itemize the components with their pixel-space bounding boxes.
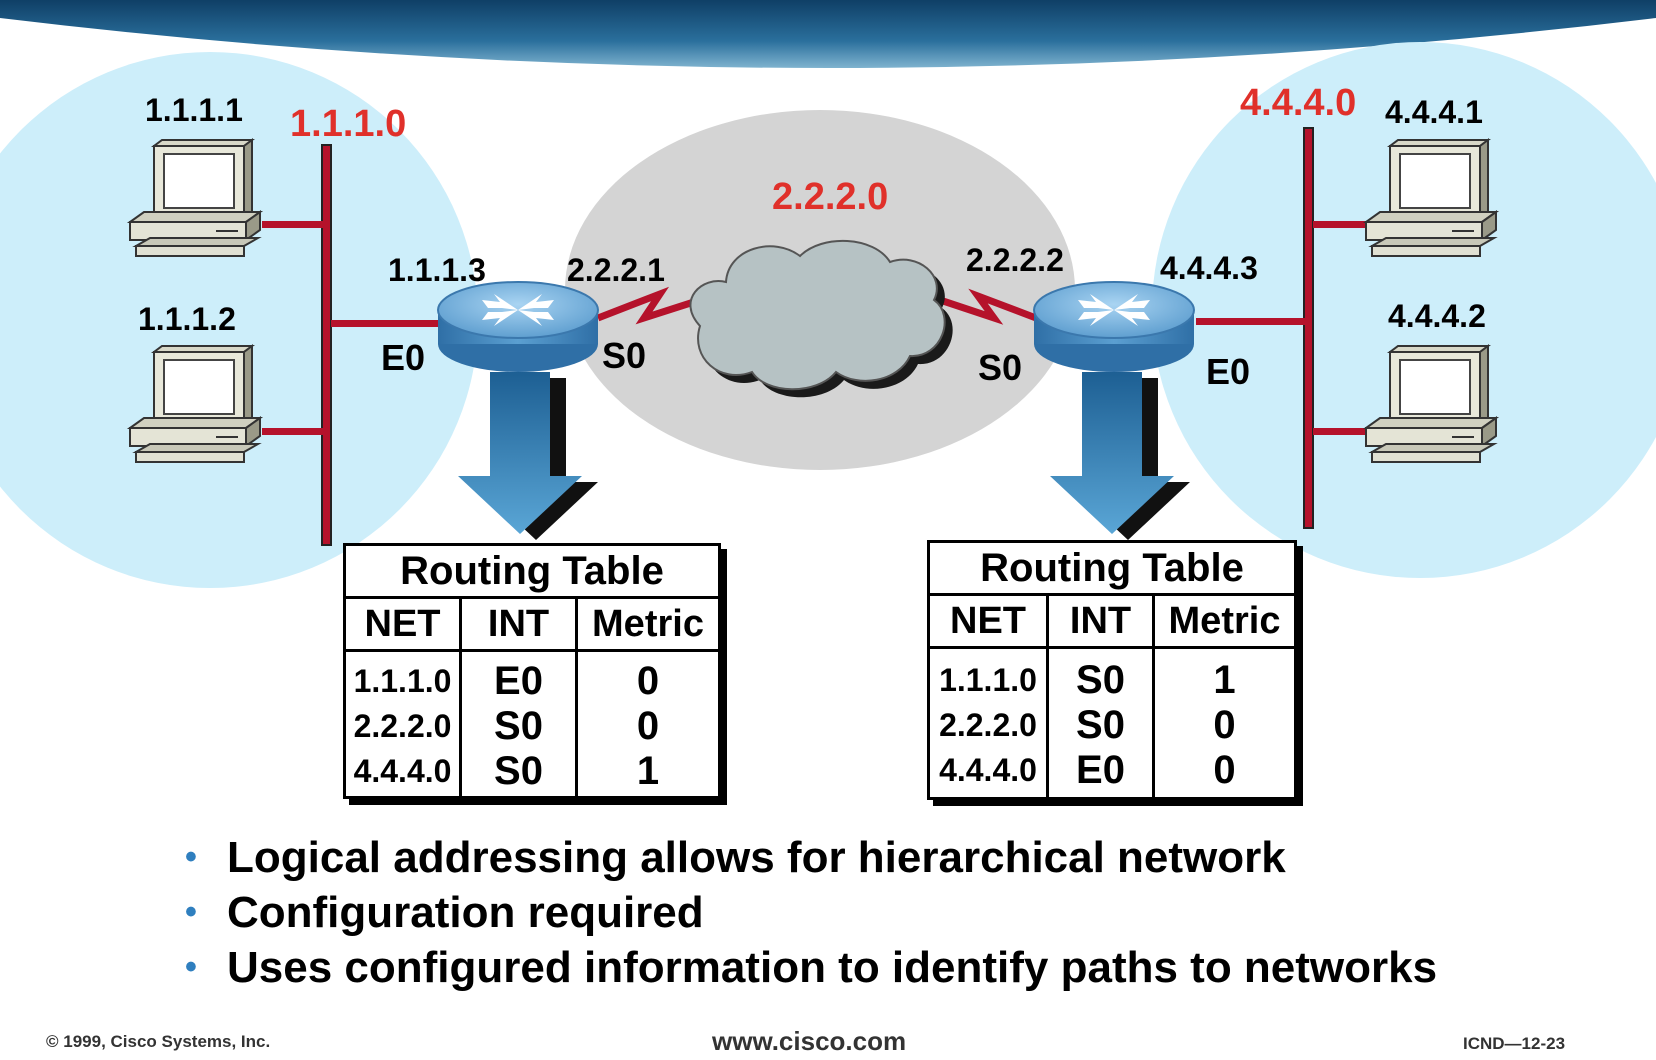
table-cell: 0	[636, 658, 660, 703]
table-cell: 4.4.4.0	[353, 752, 452, 789]
cloud-icon	[689, 239, 953, 398]
host-address: 4.4.4.2	[1388, 298, 1486, 334]
bullet-icon: •	[185, 838, 197, 876]
down-arrow-icon	[458, 372, 598, 540]
router-address: 4.4.4.3	[1160, 250, 1258, 286]
bullet-item: • Logical addressing allows for hierarchi…	[185, 830, 1437, 885]
table-cell: S0	[1076, 657, 1125, 702]
interface-label: E0	[381, 337, 426, 378]
bullet-text: Uses configured information to identify …	[227, 942, 1438, 992]
cable-host-4	[1313, 428, 1367, 435]
right-lan-bus	[1303, 127, 1314, 529]
table-cell: 1	[636, 748, 660, 793]
cable-host-1	[262, 221, 324, 228]
serial-link-left	[596, 286, 702, 325]
right-network-label: 4.4.4.0	[1240, 82, 1357, 124]
cable-host-2	[262, 428, 324, 435]
router-address: 2.2.2.1	[567, 252, 665, 288]
routing-table-left: Routing Table NET 1.1.1.0 2.2.2.0 4.4.4.…	[343, 543, 721, 799]
table-cell: E0	[1076, 747, 1125, 792]
router-address: 2.2.2.2	[966, 242, 1064, 278]
bullet-list: • Logical addressing allows for hierarchi…	[185, 830, 1437, 995]
table-cell: 4.4.4.0	[939, 751, 1037, 788]
column-header: Metric	[578, 599, 718, 652]
table-cell: S0	[1076, 702, 1125, 747]
table-cell: 2.2.2.0	[939, 706, 1037, 743]
routing-table-title: Routing Table	[930, 543, 1294, 596]
routing-table-title: Routing Table	[346, 546, 718, 599]
cable-host-3	[1313, 221, 1367, 228]
bullet-text: Configuration required	[227, 887, 704, 937]
table-cell: E0	[494, 658, 543, 703]
router-address: 1.1.1.3	[388, 252, 486, 288]
column-header: Metric	[1155, 596, 1294, 649]
slide-id: ICND—12-23	[1463, 1034, 1566, 1053]
serial-link-right	[938, 288, 1038, 325]
interface-label: S0	[978, 347, 1023, 388]
down-arrow-icon	[1050, 372, 1190, 540]
routing-table-right: Routing Table NET 1.1.1.0 2.2.2.0 4.4.4.…	[927, 540, 1297, 800]
bullet-text: Logical addressing allows for hierarchic…	[227, 832, 1286, 882]
wan-network-label: 2.2.2.0	[772, 176, 889, 218]
copyright-text: © 1999, Cisco Systems, Inc.	[46, 1032, 271, 1051]
table-cell: 0	[636, 703, 660, 748]
table-cell: S0	[494, 703, 543, 748]
host-address: 1.1.1.1	[145, 92, 243, 128]
table-cell: 1.1.1.0	[939, 661, 1037, 698]
bullet-icon: •	[185, 948, 197, 986]
column-header: INT	[1049, 596, 1152, 649]
router-icon	[437, 281, 599, 373]
right-lan-area	[1152, 42, 1656, 578]
bullet-icon: •	[185, 893, 197, 931]
column-header: NET	[930, 596, 1046, 649]
bullet-item: • Uses configured information to identify…	[185, 940, 1437, 995]
table-cell: 2.2.2.0	[353, 707, 452, 744]
left-network-label: 1.1.1.0	[290, 103, 407, 145]
table-cell: 0	[1213, 747, 1236, 792]
cable-left-router-lan	[331, 320, 441, 327]
host-address: 1.1.1.2	[138, 301, 236, 337]
left-lan-bus	[321, 144, 332, 546]
table-cell: 1.1.1.0	[353, 662, 452, 699]
host-address: 4.4.4.1	[1385, 94, 1483, 130]
interface-label: E0	[1206, 351, 1251, 392]
table-cell: 0	[1213, 702, 1236, 747]
bullet-item: • Configuration required	[185, 885, 1437, 940]
table-cell: S0	[494, 748, 543, 793]
column-header: NET	[346, 599, 459, 652]
top-banner	[0, 0, 1656, 68]
cable-right-router-lan	[1196, 318, 1306, 325]
interface-label: S0	[602, 335, 647, 376]
router-icon	[1033, 281, 1195, 373]
left-lan-area	[0, 52, 478, 588]
column-header: INT	[462, 599, 575, 652]
table-cell: 1	[1213, 657, 1236, 702]
website-text: www.cisco.com	[712, 1026, 907, 1056]
